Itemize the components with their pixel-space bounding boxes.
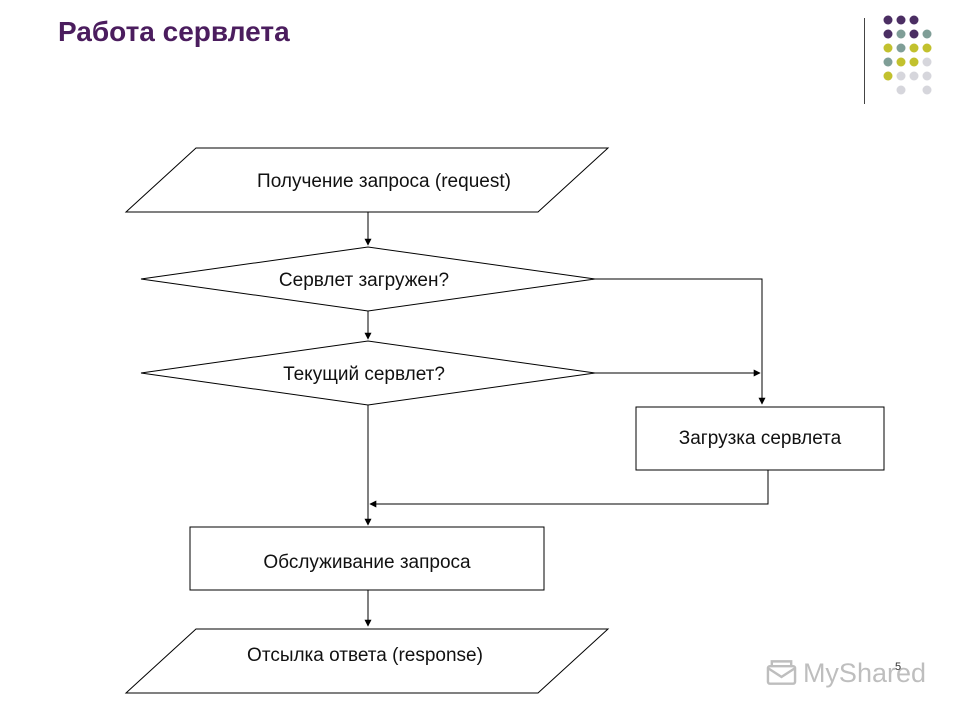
connector-load-servlet-return <box>369 470 769 508</box>
decor-dot <box>922 43 932 53</box>
serve-request-label: Обслуживание запроса <box>263 552 471 573</box>
send-response-shape <box>124 628 610 694</box>
decorative-dot-grid <box>883 15 932 95</box>
decor-dot <box>896 85 906 95</box>
decor-dot <box>883 43 893 53</box>
serve-request-shape <box>189 526 545 591</box>
decor-dot <box>896 71 906 81</box>
decor-dot <box>896 29 906 39</box>
receive-request-label: Получение запроса (request) <box>257 171 511 192</box>
watermark-text: MyShared <box>802 657 926 688</box>
load-servlet-shape <box>635 406 885 471</box>
page-number: 5 <box>895 661 902 673</box>
current-servlet-label: Текущий сервлет? <box>283 364 445 385</box>
decor-dot <box>922 57 932 67</box>
servlet-loaded-label: Сервлет загружен? <box>279 270 449 291</box>
decor-dot <box>909 57 919 67</box>
send-response-label: Отсылка ответа (response) <box>247 645 483 666</box>
receive-request-shape <box>124 147 610 213</box>
decor-dot <box>883 57 893 67</box>
decor-dot <box>883 29 893 39</box>
decor-dot <box>883 15 893 25</box>
decor-dot <box>909 43 919 53</box>
decor-dot <box>896 43 906 53</box>
slide-title: Работа сервлета <box>58 16 290 47</box>
decor-dot <box>909 29 919 39</box>
header-divider <box>864 18 865 104</box>
decor-dot <box>909 71 919 81</box>
decor-dot <box>922 85 932 95</box>
decor-dot <box>896 57 906 67</box>
decor-dot <box>909 15 919 25</box>
decor-dot <box>896 15 906 25</box>
mail-icon <box>766 660 797 685</box>
decor-dot <box>922 71 932 81</box>
connector-loaded-to-load-servlet <box>595 278 766 405</box>
decor-dot <box>883 71 893 81</box>
decor-dot <box>922 29 932 39</box>
load-servlet-label: Загрузка сервлета <box>679 428 842 449</box>
watermark: MyShared <box>766 654 926 692</box>
